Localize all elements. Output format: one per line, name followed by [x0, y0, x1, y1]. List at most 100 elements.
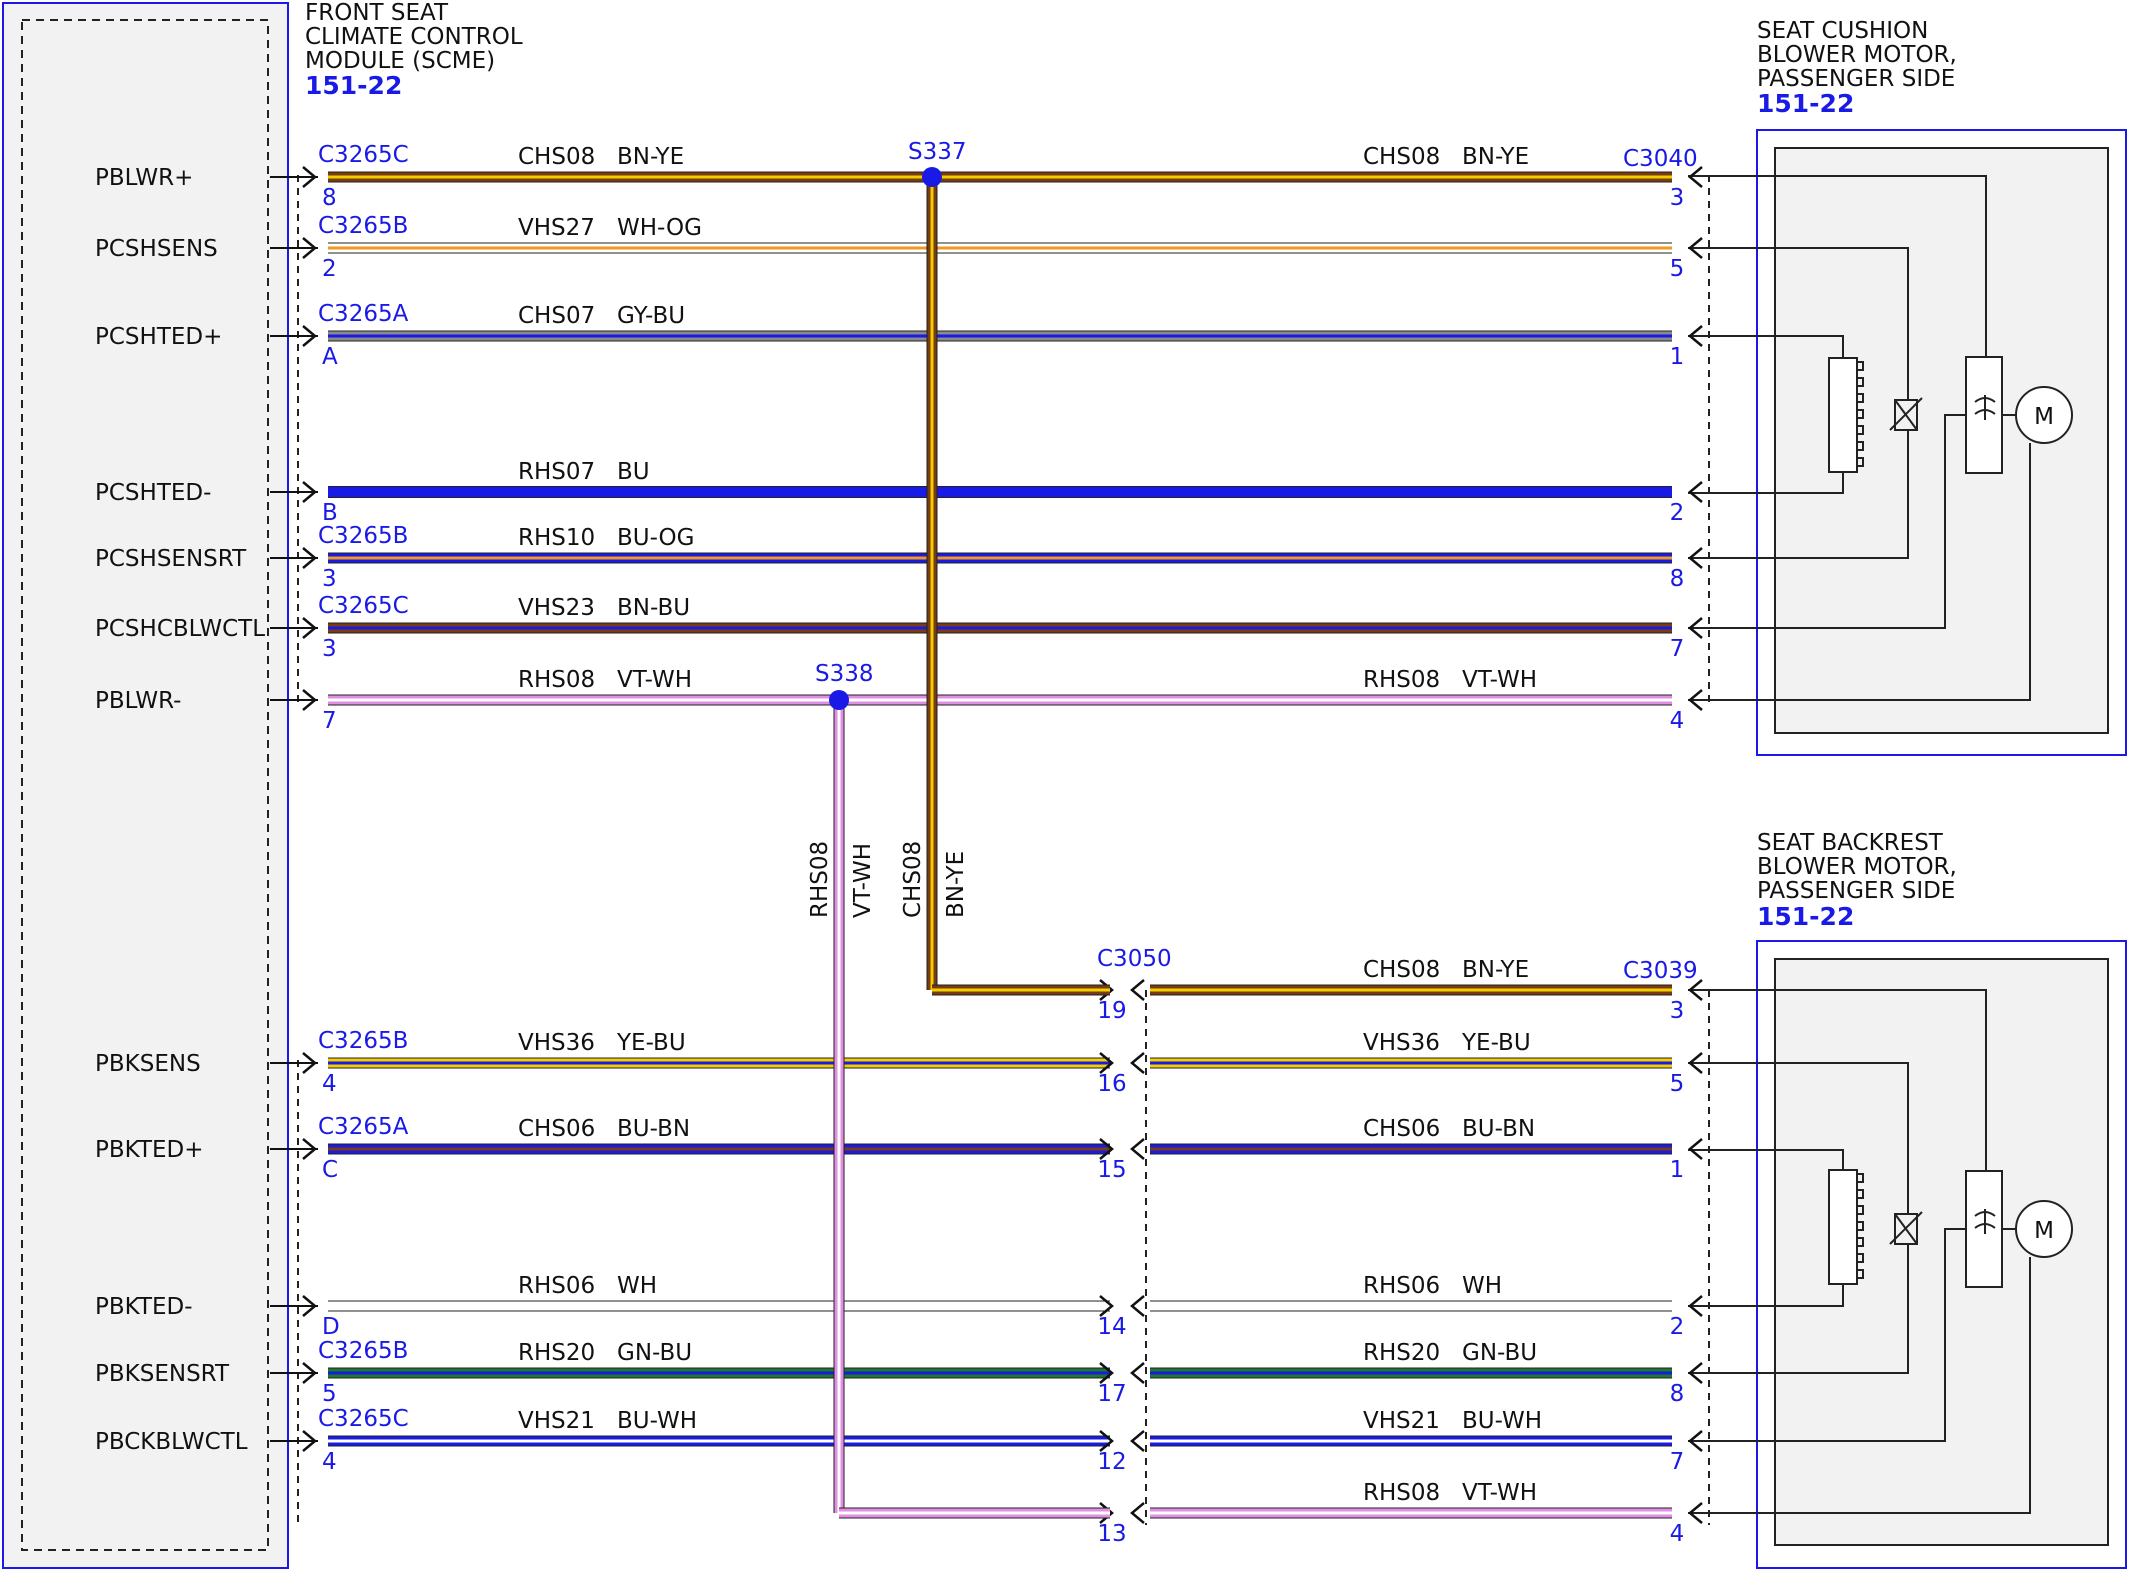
cushion-ref-link[interactable]: 151-22: [1757, 89, 1854, 118]
wire-3-color: BU: [617, 459, 650, 485]
wire-10-right-color: WH: [1462, 1273, 1502, 1299]
wire-1-connector: C3265B: [318, 213, 408, 239]
wire-9-right-color: BU-BN: [1462, 1116, 1535, 1142]
wire-2-pin: A: [322, 344, 338, 370]
wire-12-mid-arrow-in: [1099, 1430, 1114, 1452]
wire-10-color: WH: [617, 1273, 657, 1299]
scme-ref-link[interactable]: 151-22: [305, 71, 402, 100]
wire-6-signal: PBLWR-: [95, 688, 181, 714]
backrest-title-line-2: BLOWER MOTOR,: [1757, 854, 1957, 880]
wire-0-signal: PBLWR+: [95, 165, 193, 191]
backrest-heater-comb: [1856, 1173, 1864, 1279]
splice-s338[interactable]: [829, 690, 849, 710]
wire-3-circuit: RHS07: [518, 459, 595, 485]
wire-13-right-circuit: RHS08: [1363, 1480, 1440, 1506]
splice-s337[interactable]: [922, 167, 942, 187]
wire-11-circuit: RHS20: [518, 1340, 595, 1366]
wire-6-left-arrow: [302, 689, 317, 711]
cushion-heater-element: [1828, 357, 1858, 473]
cushion-title-line-1: SEAT CUSHION: [1757, 18, 1928, 44]
wire-8-right-color: YE-BU: [1461, 1030, 1531, 1056]
wire-4-signal: PCSHSENSRT: [95, 546, 247, 572]
wire-6-right-arrow: [1688, 689, 1703, 711]
wire-4-left-arrow: [302, 547, 317, 569]
backrest-control-symbol: [1974, 1209, 1996, 1234]
wire-2-left-arrow: [302, 325, 317, 347]
wire-5-pin: 3: [322, 636, 337, 662]
wire-4-right-arrow: [1688, 547, 1703, 569]
wire-9-right-circuit: CHS06: [1363, 1116, 1440, 1142]
wire-5-right-pin: 7: [1670, 636, 1685, 662]
wire-12-mid-pin: 12: [1097, 1449, 1126, 1475]
backrest-ref-link[interactable]: 151-22: [1757, 902, 1854, 931]
wire-9-right-pin: 1: [1670, 1157, 1685, 1183]
wire-5-left-arrow: [302, 617, 317, 639]
cushion-motor-icon: [2015, 386, 2073, 444]
backrest-motor-label: M: [2034, 1218, 2054, 1244]
scme-title-line-2: CLIMATE CONTROL: [305, 24, 523, 50]
scme-module: FRONT SEAT CLIMATE CONTROL MODULE (SCME)…: [2, 0, 523, 1569]
wire-7-right-color: BN-YE: [1462, 957, 1529, 983]
wire-2-right-arrow: [1688, 325, 1703, 347]
wire-11-right-circuit: RHS20: [1363, 1340, 1440, 1366]
wire-2-circuit: CHS07: [518, 303, 595, 329]
wire-9-signal: PBKTED+: [95, 1137, 204, 1163]
connector-outlines: [297, 175, 1710, 1525]
wire-9-mid-arrow-out: [1130, 1138, 1145, 1160]
wire-12-mid-arrow-out: [1130, 1430, 1145, 1452]
wire-7-mid-arrow-out: [1130, 979, 1145, 1001]
wire-12-pin: 4: [322, 1449, 337, 1475]
wire-13-mid-arrow-in: [1099, 1502, 1114, 1524]
wire-3-right-pin: 2: [1670, 500, 1685, 526]
wire-9-connector: C3265A: [318, 1114, 409, 1140]
wire-1-color: WH-OG: [617, 215, 702, 241]
wire-9-pin: C: [322, 1157, 338, 1183]
wire-10-right-arrow: [1688, 1295, 1703, 1317]
wire-5-right-arrow: [1688, 617, 1703, 639]
wire-13-mid-arrow-out: [1130, 1502, 1145, 1524]
wire-11-signal: PBKSENSRT: [95, 1361, 230, 1387]
wire-2-connector: C3265A: [318, 301, 409, 327]
connector-c3050-label[interactable]: C3050: [1097, 946, 1172, 972]
wire-6-right-color: VT-WH: [1462, 667, 1537, 693]
wire-7-mid-pin: 19: [1097, 998, 1126, 1024]
wire-1-signal: PCSHSENS: [95, 236, 218, 262]
wire-2-right-pin: 1: [1670, 344, 1685, 370]
wire-0-right-circuit: CHS08: [1363, 144, 1440, 170]
wire-10-right-circuit: RHS06: [1363, 1273, 1440, 1299]
wire-11-mid-arrow-in: [1099, 1362, 1114, 1384]
wire-11-right-pin: 8: [1670, 1381, 1685, 1407]
wire-9-color: BU-BN: [617, 1116, 690, 1142]
wire-7-right-pin: 3: [1670, 998, 1685, 1024]
wire-5-signal: PCSHCBLWCTL: [95, 616, 265, 642]
wire-6-pin: 7: [322, 708, 337, 734]
splice-s337-label: S337: [908, 139, 967, 165]
wire-12-connector: C3265C: [318, 1406, 409, 1432]
connector-c3039-label[interactable]: C3039: [1623, 958, 1698, 984]
cushion-thermistor-icon: [1889, 397, 1923, 431]
wire-3-signal: PCSHTED-: [95, 480, 211, 506]
wire-6-circuit: RHS08: [518, 667, 595, 693]
wire-3-pin: B: [322, 500, 338, 526]
wire-11-left-arrow: [302, 1362, 317, 1384]
wire-4-right-pin: 8: [1670, 566, 1685, 592]
connector-c3040-label[interactable]: C3040: [1623, 146, 1698, 172]
backrest-internal-wiring: [1688, 989, 2031, 1514]
wire-12-right-circuit: VHS21: [1363, 1408, 1440, 1434]
backrest-title-line-3: PASSENGER SIDE: [1757, 878, 1955, 904]
wire-8-signal: PBKSENS: [95, 1051, 201, 1077]
wire-1-circuit: VHS27: [518, 215, 595, 241]
cushion-control-symbol: [1974, 395, 1996, 420]
wire-13-right-arrow: [1688, 1502, 1703, 1524]
wire-3-left-arrow: [302, 481, 317, 503]
wire-8-right-arrow: [1688, 1052, 1703, 1074]
wire-12-signal: PBCKBLWCTL: [95, 1429, 248, 1455]
wire-5-circuit: VHS23: [518, 595, 595, 621]
wire-8-left-arrow: [302, 1052, 317, 1074]
vertical-label-vt-wh: VT-WH: [850, 843, 876, 918]
splice-s338-label: S338: [815, 661, 874, 687]
wire-0-left-arrow: [302, 166, 317, 188]
wire-13-right-color: VT-WH: [1462, 1480, 1537, 1506]
wire-12-circuit: VHS21: [518, 1408, 595, 1434]
backrest-module: SEAT BACKREST BLOWER MOTOR, PASSENGER SI…: [1756, 830, 2127, 1569]
